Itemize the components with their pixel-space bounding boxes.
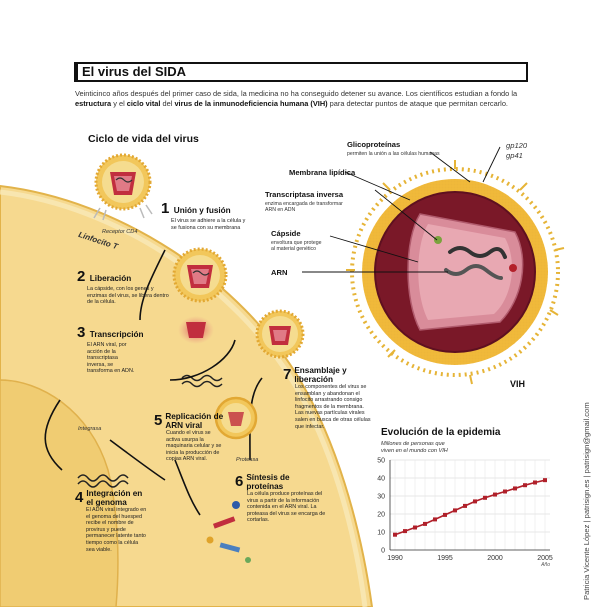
author-credit: Patricia Vicente López | patrisign.es | …: [582, 402, 591, 600]
data-point: [513, 486, 517, 491]
series-line: [394, 479, 546, 536]
virus-fusing: [172, 247, 228, 303]
y-tick-label: 50: [377, 458, 385, 465]
x-tick-label: 1990: [387, 555, 403, 562]
intro-text-c: para detectar puntos de ataque que permi…: [327, 99, 508, 108]
chart-subtitle: Millones de personas que viven en el mun…: [381, 441, 448, 454]
step-6-text: La célula produce proteínas del virus a …: [247, 491, 326, 524]
step-5-title: Replicación de ARN viral: [165, 412, 224, 430]
step-5-text: Cuando el virus se activa usurpa la maqu…: [166, 430, 222, 463]
capsid-desc-1: envoltura que protege: [271, 240, 322, 246]
glycoproteins-desc: permiten la unión a las células humanas: [347, 151, 440, 157]
glycoproteins-label: Glicoproteínas: [347, 140, 401, 149]
x-tick-label: 2005: [537, 555, 553, 562]
membrane-label: Membrana lipídica: [289, 168, 356, 177]
intro-paragraph: Veinticinco años después del primer caso…: [75, 89, 545, 109]
chart-subtitle-2: viven en el mundo con VIH: [381, 447, 448, 454]
step-2: 2 Liberación La cápside, con los genes y…: [77, 268, 175, 306]
data-point: [473, 499, 477, 504]
step-5: 5 Replicación de ARN viral Cuando el vir…: [154, 412, 234, 463]
reverse-transcriptase-desc-1: enzima encargada de transformar: [265, 201, 343, 207]
data-point: [463, 503, 467, 508]
y-tick-label: 20: [377, 512, 385, 519]
leader-lines: [302, 146, 501, 273]
data-point: [453, 508, 457, 513]
title-frame: [74, 62, 528, 82]
cycle-title: Ciclo de vida del virus: [88, 133, 199, 145]
step-7: 7 Ensamblaje y liberación Los componente…: [283, 366, 375, 430]
intro-text-b: del: [160, 99, 175, 108]
protease-label: Proteasa: [236, 457, 259, 463]
step-7-text: Los componentes del virus se ensamblan y…: [295, 384, 371, 430]
intro-bold-estructura: estructura: [75, 99, 112, 108]
data-point: [483, 495, 487, 500]
step-7-title: Ensamblaje y liberación: [294, 366, 347, 384]
step-4: 4 Integración en el genoma El ADN viral …: [75, 489, 149, 553]
data-point: [503, 489, 507, 494]
chart-subtitle-1: Millones de personas que: [381, 441, 445, 447]
step-5-number: 5: [154, 412, 163, 429]
chart-title: Evolución de la epidemia: [381, 427, 501, 438]
data-point: [393, 532, 397, 537]
data-point: [543, 478, 547, 483]
data-point: [533, 480, 537, 485]
y-tick-label: 30: [377, 494, 385, 501]
step-4-number: 4: [75, 489, 84, 506]
step-4-title: Integración en el genoma: [86, 489, 143, 507]
step-3-text: El ARN viral, por acción de la transcrip…: [87, 342, 135, 375]
step-2-number: 2: [77, 268, 86, 285]
intro-text-a: y el: [111, 99, 127, 108]
data-point: [523, 483, 527, 488]
step-1: 1 Unión y fusión El virus se adhiere a l…: [161, 200, 251, 231]
step-3-title: Transcripción: [89, 330, 144, 339]
step-3: 3 Transcripción El ARN viral, por acción…: [77, 324, 155, 375]
step-1-text: El virus se adhiere a la célula y se fus…: [171, 218, 246, 231]
step-3-number: 3: [77, 324, 86, 341]
step-2-title: Liberación: [89, 274, 132, 283]
step-1-title: Unión y fusión: [173, 206, 231, 215]
intro-bold-vih: virus de la inmunodeficiencia humana (VI…: [174, 99, 328, 108]
integrase-label: Integrasa: [78, 426, 102, 432]
virus-binding: [94, 153, 152, 211]
page-title: El virus del SIDA: [82, 64, 187, 79]
reverse-transcriptase-desc-2: ARN en ADN: [265, 207, 296, 213]
data-point: [493, 492, 497, 497]
reverse-transcriptase-label: Transcriptasa inversa: [265, 190, 344, 199]
cell-membrane-band: [0, 189, 368, 607]
virus-new: [255, 309, 305, 359]
x-tick-label: 2000: [487, 555, 503, 562]
receptor-label: Receptor CD4: [102, 229, 138, 235]
data-point: [403, 529, 407, 534]
y-tick-label: 0: [381, 548, 385, 555]
data-point: [433, 517, 437, 522]
step-6: 6 Síntesis de proteínas La célula produc…: [235, 473, 335, 524]
y-tick-label: 10: [377, 530, 385, 537]
data-point: [443, 512, 447, 517]
step-6-number: 6: [235, 473, 244, 490]
gp41-label: gp41: [506, 151, 523, 160]
viral-proteins: [206, 501, 251, 563]
intro-bold-ciclo: ciclo vital: [126, 99, 161, 108]
capsid-label: Cápside: [271, 229, 301, 238]
step-6-title: Síntesis de proteínas: [246, 473, 290, 491]
rna-label: ARN: [271, 268, 288, 277]
hiv-label: VIH: [510, 379, 526, 389]
y-tick-label: 40: [377, 476, 385, 483]
data-point: [413, 525, 417, 530]
step-1-number: 1: [161, 200, 170, 217]
cell-nucleus: [0, 379, 119, 607]
intro-line-1: Veinticinco años después del primer caso…: [75, 89, 518, 98]
x-axis-label: Año: [540, 562, 550, 568]
hiv-virus-diagram: [346, 160, 565, 385]
step-7-number: 7: [283, 366, 292, 383]
gp120-label: gp120: [506, 141, 528, 150]
x-tick-label: 1995: [437, 555, 453, 562]
capsid-desc-2: al material genético: [271, 246, 316, 252]
data-point: [423, 521, 427, 526]
virus-budding: [214, 396, 258, 440]
step-2-text: La cápside, con los genes y enzimas del …: [87, 286, 169, 306]
step-4-text: El ADN viral integrado en el genoma del …: [86, 507, 147, 553]
